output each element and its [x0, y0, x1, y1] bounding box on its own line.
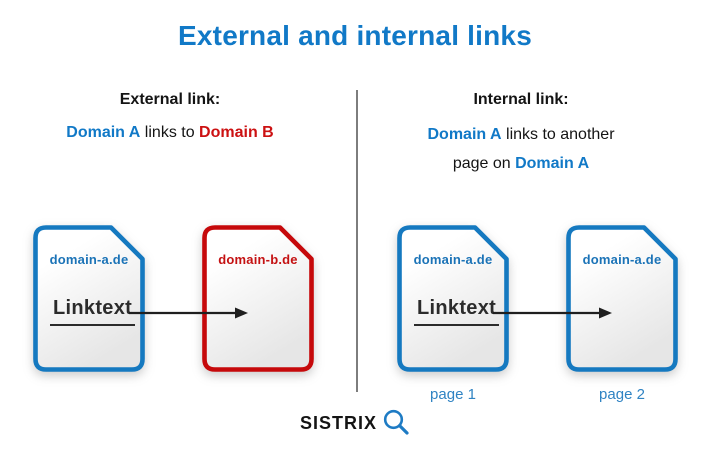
external-link-arrow-icon — [129, 307, 248, 319]
page-2-caption: page 2 — [599, 386, 645, 403]
domain-label: domain-a.de — [413, 252, 493, 267]
internal-link-heading: Internal link: — [473, 91, 569, 108]
page-icon — [397, 225, 509, 372]
domain-a-text: Domain A — [66, 124, 141, 141]
page-icon — [202, 225, 314, 372]
document-internal-source: domain-a.de Linktext — [397, 225, 509, 372]
page-icon — [566, 225, 678, 372]
linktext-anchor[interactable]: Linktext — [414, 297, 500, 326]
domain-b-text: Domain B — [199, 124, 274, 141]
domain-a-text: Domain A — [427, 126, 502, 143]
page-icon — [33, 225, 145, 372]
section-divider — [356, 90, 358, 392]
magnifier-icon — [383, 409, 409, 435]
document-external-source: domain-a.de Linktext — [33, 225, 145, 372]
external-link-heading: External link: — [119, 91, 221, 108]
domain-label: domain-a.de — [582, 252, 662, 267]
sistrix-wordmark: SISTRIX — [299, 412, 377, 433]
links-to-text: links to — [140, 124, 200, 141]
links-to-another-text: links to another — [501, 126, 615, 143]
internal-link-description: Domain A links to another page on Domain… — [390, 120, 652, 178]
internal-link-arrow-icon — [493, 307, 612, 319]
sistrix-logo: SISTRIX — [0, 406, 710, 440]
document-external-target: domain-b.de — [202, 225, 314, 372]
document-internal-target: domain-a.de — [566, 225, 678, 372]
page-on-text: page on — [452, 155, 516, 172]
domain-a-text: Domain A — [515, 155, 590, 172]
external-link-description: Domain A links to Domain B — [25, 118, 315, 147]
linktext-anchor[interactable]: Linktext — [50, 297, 136, 326]
domain-label: domain-a.de — [49, 252, 129, 267]
page-title: External and internal links — [178, 20, 532, 51]
page-1-caption: page 1 — [430, 386, 476, 403]
domain-label: domain-b.de — [218, 252, 298, 267]
